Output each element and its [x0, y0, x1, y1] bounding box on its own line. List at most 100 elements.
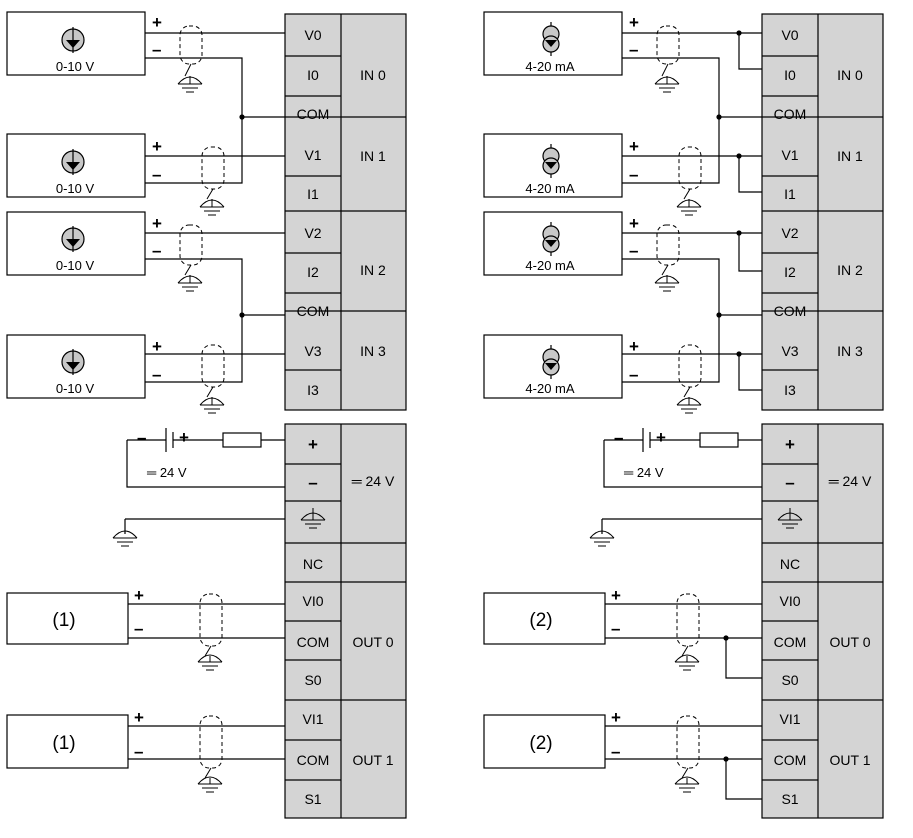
cable-shield: [678, 146, 702, 200]
plus-sign: +: [629, 337, 639, 356]
ground-icon: [676, 199, 702, 216]
plus-sign: +: [611, 708, 621, 727]
terminal-pin-label: VI0: [779, 593, 800, 609]
terminal-pin-label: COM: [774, 634, 807, 650]
minus-sign: –: [152, 365, 161, 384]
minus-sign: –: [137, 428, 146, 447]
plus-sign: +: [179, 428, 189, 447]
plus-sign: +: [152, 13, 162, 32]
terminal-pin-label: +: [785, 435, 795, 454]
current-source-icon: [542, 222, 560, 256]
plus-sign: +: [629, 137, 639, 156]
terminal-pin-label: S1: [304, 791, 321, 807]
terminal-pin-label: S0: [304, 672, 321, 688]
plus-sign: +: [629, 13, 639, 32]
terminal-pin-label: I1: [307, 186, 319, 202]
sensor-range-label: 4-20 mA: [525, 181, 574, 196]
ground-icon: [777, 508, 803, 529]
sensor-range-label: 4-20 mA: [525, 258, 574, 273]
terminal-pin-label: I3: [784, 382, 796, 398]
terminal-pin-label: NC: [780, 556, 800, 572]
current-sensor: 4-20 mA: [483, 11, 623, 76]
voltage-sensor: 0-10 V: [6, 334, 146, 399]
junction-dot: [736, 230, 742, 236]
plus-sign: +: [152, 214, 162, 233]
fuse: [222, 432, 262, 448]
terminal-pin-label: I2: [307, 264, 319, 280]
sensor-range-label: 4-20 mA: [525, 381, 574, 396]
input-group-label: IN 2: [837, 262, 863, 278]
left-input-block: V0 I0 COM V1 I1 V2 I2 COM V3 I3 IN 0 IN …: [6, 11, 407, 414]
input-group-label: IN 2: [360, 262, 386, 278]
voltage-sensor: 0-10 V: [6, 133, 146, 198]
voltage-source-icon: [61, 226, 85, 252]
junction-dot: [716, 114, 722, 120]
input-group-label: IN 0: [360, 67, 386, 83]
cable-shield: [201, 344, 225, 398]
supply-voltage-label: ═ 24 V: [623, 465, 664, 480]
cable-shield: [676, 593, 700, 657]
plus-sign: +: [152, 337, 162, 356]
junction-dot: [736, 351, 742, 357]
ground-icon: [589, 530, 615, 547]
output-group-label: OUT 1: [830, 752, 871, 768]
terminal-pin-label: VI1: [779, 711, 800, 727]
supply-voltage-label: ═ 24 V: [146, 465, 187, 480]
terminal-pin-label: V2: [781, 225, 798, 241]
plus-sign: +: [629, 214, 639, 233]
current-sensor: 4-20 mA: [483, 133, 623, 198]
current-source-icon: [542, 345, 560, 379]
actuator-box: (1): [6, 714, 129, 769]
minus-sign: –: [134, 742, 143, 761]
minus-sign: –: [629, 40, 638, 59]
cable-shield: [199, 715, 223, 779]
terminal-pin-label: V3: [781, 343, 798, 359]
terminal-pin-label: I0: [307, 67, 319, 83]
minus-sign: –: [152, 40, 161, 59]
sensor-range-label: 0-10 V: [56, 181, 95, 196]
terminal-pin-label: VI0: [302, 593, 323, 609]
terminal-pin-label: +: [308, 435, 318, 454]
ground-icon: [197, 654, 223, 671]
minus-sign: –: [611, 619, 620, 638]
ground-icon: [112, 530, 138, 547]
terminal-pin-label: COM: [774, 752, 807, 768]
terminal-pin-label: COM: [297, 106, 330, 122]
input-group-label: IN 1: [360, 148, 386, 164]
minus-sign: –: [629, 365, 638, 384]
dc-supply: – + ═ 24 V: [126, 428, 285, 488]
terminal-pin-label: I1: [784, 186, 796, 202]
minus-sign: –: [152, 241, 161, 260]
ground-icon: [674, 776, 700, 793]
junction-dot: [736, 30, 742, 36]
terminal-pin-label: COM: [774, 106, 807, 122]
terminal-pin-label: V2: [304, 225, 321, 241]
minus-sign: –: [614, 428, 623, 447]
sensor-range-label: 4-20 mA: [525, 59, 574, 74]
terminal-pin-label: I3: [307, 382, 319, 398]
cable-shield: [676, 715, 700, 779]
ground-icon: [177, 275, 203, 292]
ground-icon: [199, 199, 225, 216]
output-group-label: ═ 24 V: [828, 473, 872, 489]
terminal-pin-label: COM: [297, 752, 330, 768]
cable-shield: [678, 344, 702, 398]
terminal-pin-label: V1: [781, 147, 798, 163]
output-group-label: OUT 1: [353, 752, 394, 768]
cable-shield: [179, 224, 203, 276]
junction-dot: [239, 312, 245, 318]
terminal-pin-label: V3: [304, 343, 321, 359]
input-group-label: IN 3: [837, 343, 863, 359]
fuse: [699, 432, 739, 448]
sensor-range-label: 0-10 V: [56, 381, 95, 396]
input-group-label: IN 1: [837, 148, 863, 164]
plus-sign: +: [134, 586, 144, 605]
plus-sign: +: [656, 428, 666, 447]
current-sensor: 4-20 mA: [483, 211, 623, 276]
plus-sign: +: [134, 708, 144, 727]
ground-icon: [197, 776, 223, 793]
voltage-source-icon: [61, 27, 85, 53]
minus-sign: –: [611, 742, 620, 761]
right-output-block: + – NC VI0 COM S0 VI1 COM S1 ═ 24 V OUT …: [483, 423, 884, 819]
output-group-label: OUT 0: [830, 634, 871, 650]
